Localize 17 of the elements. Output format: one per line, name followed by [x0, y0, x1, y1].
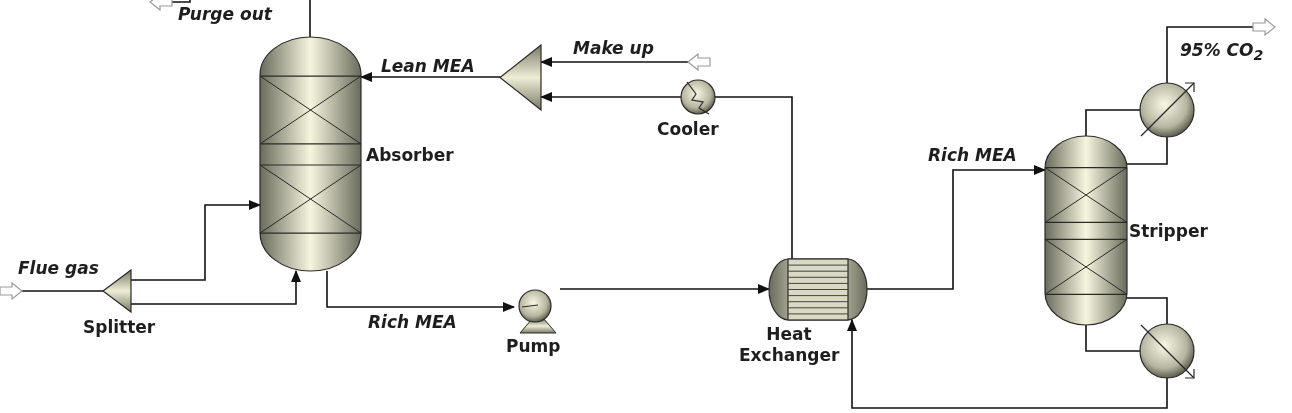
stream-line — [171, 0, 311, 38]
stream-line — [559, 284, 770, 294]
equipment-label: Heat Exchanger — [739, 324, 839, 367]
stream-line — [326, 270, 515, 312]
stream-label: Make up — [571, 38, 656, 59]
equipment-label: Splitter — [83, 317, 156, 339]
stream-line — [1085, 109, 1141, 137]
stream-line — [847, 319, 1168, 409]
equipment-label: Cooler — [657, 119, 719, 141]
equipment-label: Stripper — [1129, 221, 1208, 243]
equipment-label: Pump — [506, 336, 561, 358]
stream-line — [21, 290, 104, 292]
equipment-label: Absorber — [366, 145, 454, 167]
stream-line — [1166, 26, 1254, 84]
stream-label: Purge out — [176, 4, 274, 25]
stream-label: Flue gas — [16, 258, 101, 279]
stream-line — [1085, 324, 1141, 352]
